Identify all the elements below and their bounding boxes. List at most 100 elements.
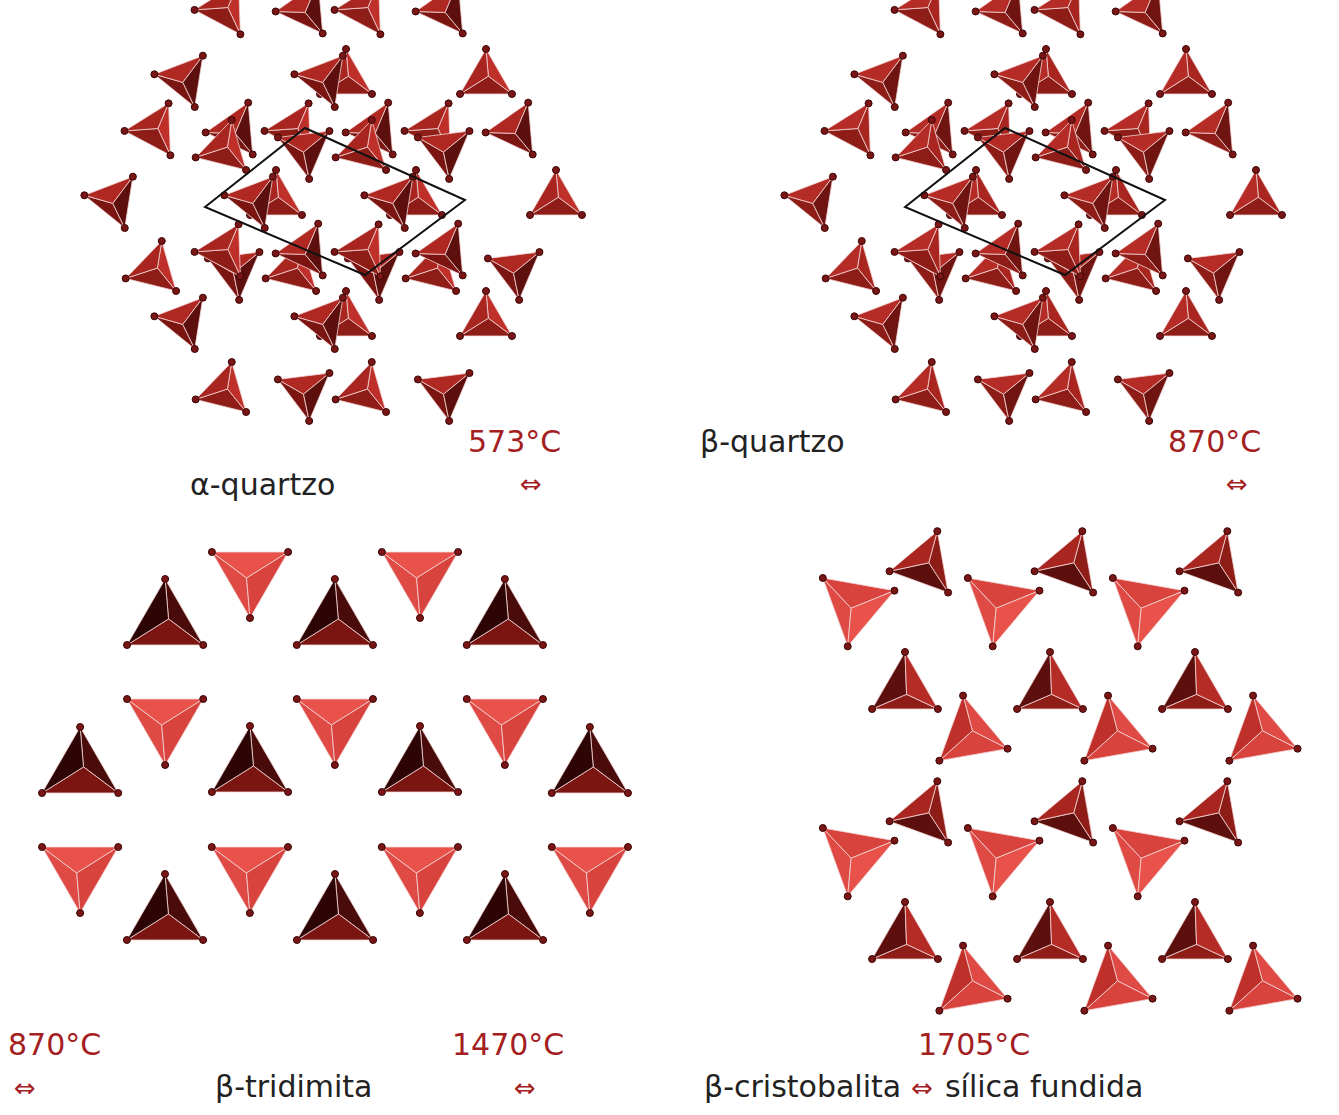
- oxygen-atom: [306, 175, 313, 182]
- oxygen-atom: [586, 724, 593, 731]
- oxygen-atom: [167, 152, 174, 159]
- oxygen-atom: [949, 151, 956, 158]
- sio4-tetrahedron: [378, 844, 461, 917]
- tetrahedron-face: [460, 291, 488, 336]
- oxygen-atom: [401, 225, 408, 232]
- oxygen-atom: [578, 212, 585, 219]
- tetrahedron-face: [1017, 902, 1051, 959]
- oxygen-atom: [548, 790, 555, 797]
- sio4-tetrahedron: [1109, 825, 1188, 900]
- oxygen-atom: [972, 8, 979, 15]
- tetrahedron-face: [1036, 120, 1072, 157]
- oxygen-atom: [162, 576, 169, 583]
- oxygen-atom: [375, 221, 382, 228]
- oxygen-atom: [1081, 757, 1088, 764]
- tetrahedron-face: [305, 0, 323, 33]
- sio4-tetrahedron: [1014, 899, 1087, 963]
- oxygen-atom: [192, 396, 199, 403]
- sio4-tetrahedron: [123, 871, 206, 944]
- tetrahedron-face: [1195, 902, 1228, 959]
- temperature-label: 573°C: [468, 425, 561, 460]
- oxygen-atom: [539, 696, 546, 703]
- sio4-tetrahedron: [548, 844, 631, 917]
- oxygen-atom: [129, 173, 136, 180]
- oxygen-atom: [228, 359, 235, 366]
- oxygen-atom: [508, 91, 515, 98]
- tetrahedron-face: [162, 699, 203, 765]
- oxygen-atom: [162, 871, 169, 878]
- sio4-tetrahedron: [972, 0, 1026, 37]
- tetrahedron-face: [1229, 946, 1262, 1011]
- oxygen-atom: [1090, 839, 1097, 846]
- oxygen-atom: [315, 220, 322, 227]
- oxygen-atom: [274, 376, 281, 383]
- oxygen-atom: [199, 294, 206, 301]
- oxygen-atom: [343, 288, 350, 295]
- oxygen-atom: [39, 844, 46, 851]
- oxygen-atom: [237, 273, 244, 280]
- tetrahedron-face: [895, 0, 939, 10]
- sio4-tetrahedron: [208, 844, 291, 917]
- oxygen-atom: [899, 52, 906, 59]
- tetrahedron-face: [1023, 298, 1043, 349]
- oxygen-atom: [1102, 275, 1109, 282]
- equilibrium-arrow: ⇔: [514, 1074, 536, 1104]
- oxygen-atom: [77, 910, 84, 917]
- oxygen-atom: [332, 154, 339, 161]
- tetrahedron-face: [905, 902, 938, 959]
- oxygen-atom: [412, 250, 419, 257]
- oxygen-atom: [989, 893, 996, 900]
- oxygen-atom: [445, 100, 452, 107]
- oxygen-atom: [459, 30, 466, 37]
- sio4-tetrahedron: [378, 723, 461, 796]
- oxygen-atom: [1068, 333, 1075, 340]
- phase-name: α-quartzo: [190, 468, 335, 503]
- tetrahedron-face: [212, 726, 253, 792]
- oxygen-atom: [1146, 417, 1153, 424]
- tetrahedron-face: [890, 781, 938, 821]
- oxygen-atom: [991, 71, 998, 78]
- tetrahedron-face: [1023, 56, 1043, 107]
- oxygen-atom: [1079, 528, 1086, 535]
- tetrahedron-face: [883, 56, 903, 107]
- tetrahedron-face: [336, 120, 372, 157]
- sio4-tetrahedron: [1114, 128, 1173, 183]
- oxygen-atom: [1026, 128, 1033, 135]
- oxygen-atom: [1253, 167, 1260, 174]
- oxygen-atom: [1229, 151, 1236, 158]
- sio4-tetrahedron: [293, 576, 376, 649]
- oxygen-atom: [370, 937, 377, 944]
- tetrahedron-face: [125, 129, 171, 156]
- oxygen-atom: [272, 250, 279, 257]
- oxygen-atom: [331, 248, 338, 255]
- tetrahedron-face: [42, 727, 83, 793]
- sio4-tetrahedron: [886, 778, 952, 846]
- tetrahedron-face: [195, 8, 241, 35]
- sio4-tetrahedron: [463, 696, 546, 769]
- phase-name: β-quartzo: [700, 425, 845, 460]
- oxygen-atom: [960, 692, 967, 699]
- oxygen-atom: [483, 46, 490, 53]
- tetrahedron-face: [1035, 8, 1081, 35]
- oxygen-atom: [81, 192, 88, 199]
- sio4-tetrahedron: [208, 549, 291, 622]
- sio4-tetrahedron: [482, 99, 536, 158]
- oxygen-atom: [819, 575, 826, 582]
- oxygen-atom: [536, 249, 543, 256]
- oxygen-atom: [368, 91, 375, 98]
- tetrahedron-face: [417, 552, 458, 618]
- oxygen-atom: [293, 642, 300, 649]
- tetrahedron-face: [586, 847, 627, 913]
- oxygen-atom: [1026, 370, 1033, 377]
- tetrahedron-face: [965, 103, 1009, 131]
- tetrahedron-face: [265, 103, 309, 131]
- tetrahedron-face: [1145, 0, 1163, 33]
- tetrahedron-face: [552, 727, 593, 793]
- tetrahedron-face: [393, 177, 413, 228]
- tetrahedron-face: [895, 250, 941, 277]
- tetrahedron-face: [1005, 224, 1023, 276]
- oxygen-atom: [934, 706, 941, 713]
- oxygen-atom: [1159, 956, 1166, 963]
- sio4-tetrahedron: [463, 576, 546, 649]
- sio4-tetrahedron: [1014, 649, 1087, 713]
